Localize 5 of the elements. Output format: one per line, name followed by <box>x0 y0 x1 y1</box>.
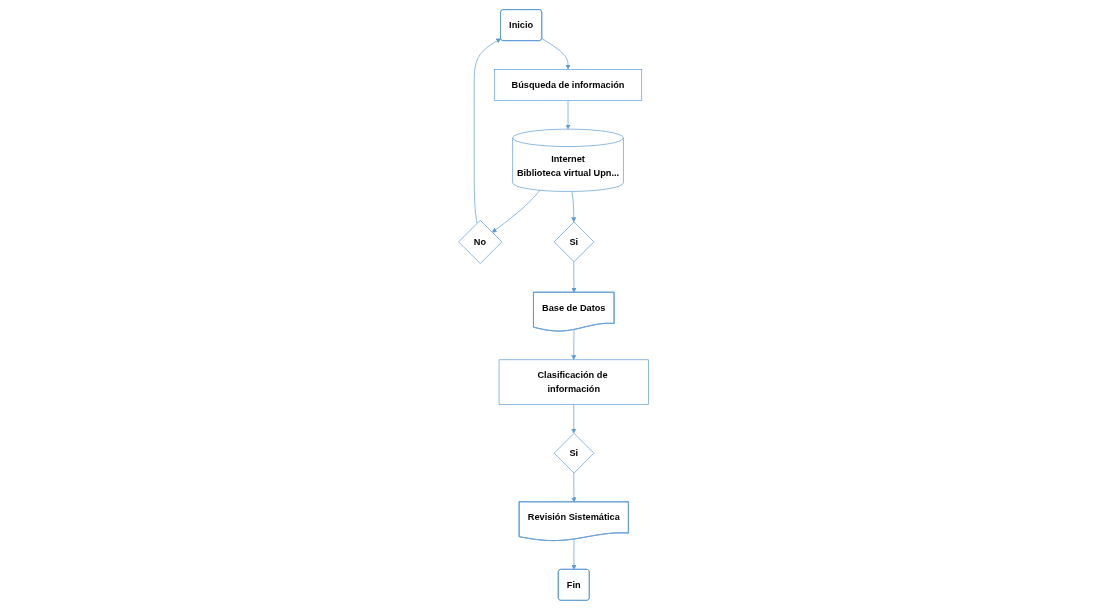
node-diamond: Si <box>554 433 595 474</box>
node-diamond: No <box>458 219 503 264</box>
node-box: Búsqueda de información <box>494 69 643 101</box>
node-diamond: Si <box>554 221 595 263</box>
node-box: Clasificación de información <box>499 359 650 405</box>
